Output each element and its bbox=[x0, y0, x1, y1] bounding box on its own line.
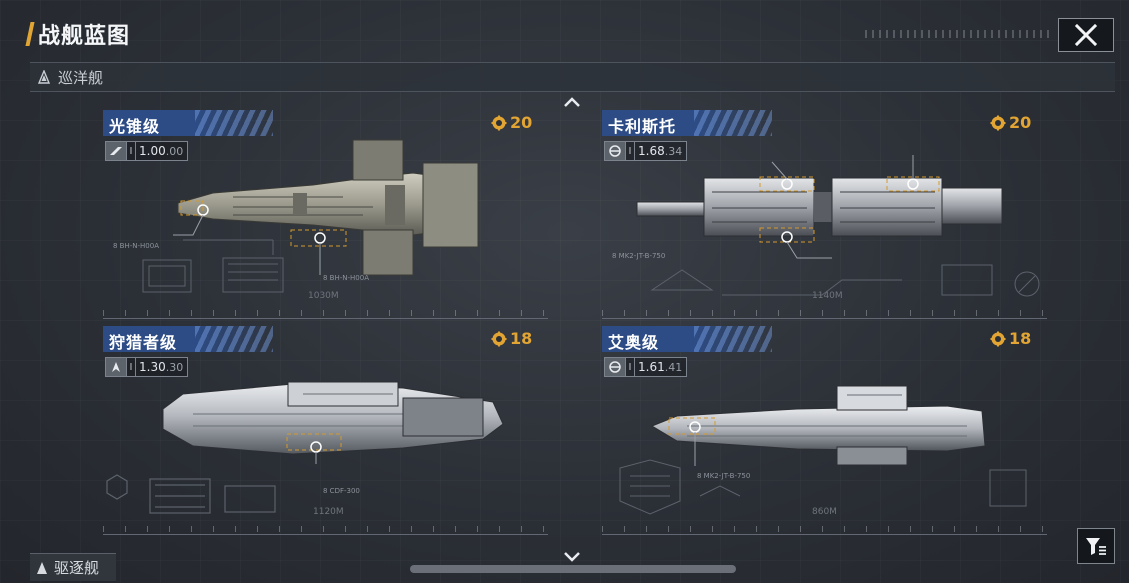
ship-class-icon bbox=[605, 142, 625, 160]
ship-card-1[interactable]: 光锥级 20 I 1.00.00 bbox=[103, 110, 548, 325]
ship-name: 艾奥级 bbox=[608, 333, 660, 352]
category-label: 巡洋舰 bbox=[58, 68, 104, 87]
cost-value: 20 bbox=[1009, 113, 1032, 132]
ship-stat: I 1.00.00 bbox=[105, 141, 189, 161]
measure-line bbox=[103, 526, 548, 535]
ship-cost: 20 bbox=[491, 113, 532, 132]
cost-value: 20 bbox=[510, 113, 533, 132]
chevron-up-icon[interactable] bbox=[563, 96, 581, 108]
chevron-down-icon[interactable] bbox=[563, 551, 581, 563]
page-title: 战舰蓝图 bbox=[38, 24, 131, 49]
horizontal-scrollbar[interactable] bbox=[410, 565, 736, 573]
ship-stat: I 1.61.41 bbox=[604, 357, 688, 377]
ship-card-2[interactable]: 卡利斯托 20 I 1.68.34 bbox=[602, 110, 1047, 325]
stat-value: 1.68.34 bbox=[634, 142, 686, 160]
blueprint-decoration bbox=[619, 459, 1027, 515]
weapon-caption: 8 BH-N-H00A bbox=[113, 242, 159, 250]
gear-badge-icon bbox=[990, 115, 1006, 130]
category-tab-destroyer[interactable]: 驱逐舰 bbox=[30, 553, 116, 581]
name-band bbox=[103, 326, 273, 352]
ship-length: 1120M bbox=[313, 507, 344, 517]
weapon-caption: 8 MK2-JT-B-750 bbox=[612, 252, 666, 260]
filter-icon bbox=[1086, 538, 1106, 555]
blueprint-decoration bbox=[650, 264, 1040, 297]
cost-value: 18 bbox=[1009, 329, 1032, 348]
stat-value: 1.00.00 bbox=[135, 142, 187, 160]
measure-line bbox=[103, 310, 548, 319]
ship-length: 1140M bbox=[812, 291, 843, 301]
ship-cost: 20 bbox=[990, 113, 1031, 132]
ship-stat: I 1.68.34 bbox=[604, 141, 688, 161]
tier-label: I bbox=[625, 358, 634, 376]
page-header: 战舰蓝图 bbox=[25, 18, 131, 50]
name-band bbox=[602, 110, 772, 136]
blueprint-decoration bbox=[106, 474, 276, 514]
ship-image-hunter bbox=[162, 381, 504, 464]
ship-image-io bbox=[650, 385, 986, 466]
ship-name: 狩猎者级 bbox=[109, 333, 178, 352]
header-decoration bbox=[865, 30, 1050, 38]
gear-badge-icon bbox=[491, 115, 507, 130]
gear-badge-icon bbox=[990, 331, 1006, 346]
measure-line bbox=[602, 526, 1047, 535]
close-button[interactable] bbox=[1058, 18, 1114, 52]
stat-value: 1.61.41 bbox=[634, 358, 686, 376]
tier-label: I bbox=[126, 358, 135, 376]
ship-cost: 18 bbox=[491, 329, 532, 348]
ship-length: 860M bbox=[812, 507, 837, 517]
ship-class-icon bbox=[106, 142, 126, 160]
triangle-icon bbox=[38, 70, 50, 84]
weapon-caption: 8 MK2-JT-B-750 bbox=[697, 472, 751, 480]
tier-label: I bbox=[625, 142, 634, 160]
weapon-caption: 8 CDF-300 bbox=[323, 487, 360, 495]
measure-line bbox=[602, 310, 1047, 319]
cost-value: 18 bbox=[510, 329, 533, 348]
category-tab-cruiser[interactable]: 巡洋舰 bbox=[30, 62, 1115, 92]
ship-image-guangzhui bbox=[173, 139, 479, 276]
triangle-icon bbox=[37, 561, 47, 574]
filter-button[interactable] bbox=[1077, 528, 1115, 564]
name-band bbox=[602, 326, 772, 352]
weapon-caption: 8 BH-N-H00A bbox=[323, 274, 369, 282]
ship-name: 卡利斯托 bbox=[608, 117, 677, 136]
ship-card-4[interactable]: 艾奥级 18 I 1.61.41 8 MK2 bbox=[602, 326, 1047, 541]
ship-cost: 18 bbox=[990, 329, 1031, 348]
tier-label: I bbox=[126, 142, 135, 160]
stat-value: 1.30.30 bbox=[135, 358, 187, 376]
blueprint-decoration bbox=[142, 239, 284, 293]
name-band bbox=[103, 110, 273, 136]
ship-name: 光锥级 bbox=[109, 117, 161, 136]
category-label: 驱逐舰 bbox=[54, 559, 100, 577]
ship-length: 1030M bbox=[308, 291, 339, 301]
ship-card-3[interactable]: 狩猎者级 18 I 1.30.30 8 CD bbox=[103, 326, 548, 541]
ship-stat: I 1.30.30 bbox=[105, 357, 189, 377]
close-icon bbox=[1074, 23, 1098, 47]
ship-image-callisto bbox=[636, 155, 1003, 259]
gear-badge-icon bbox=[491, 331, 507, 346]
ship-class-icon bbox=[605, 358, 625, 376]
ship-class-icon bbox=[106, 358, 126, 376]
